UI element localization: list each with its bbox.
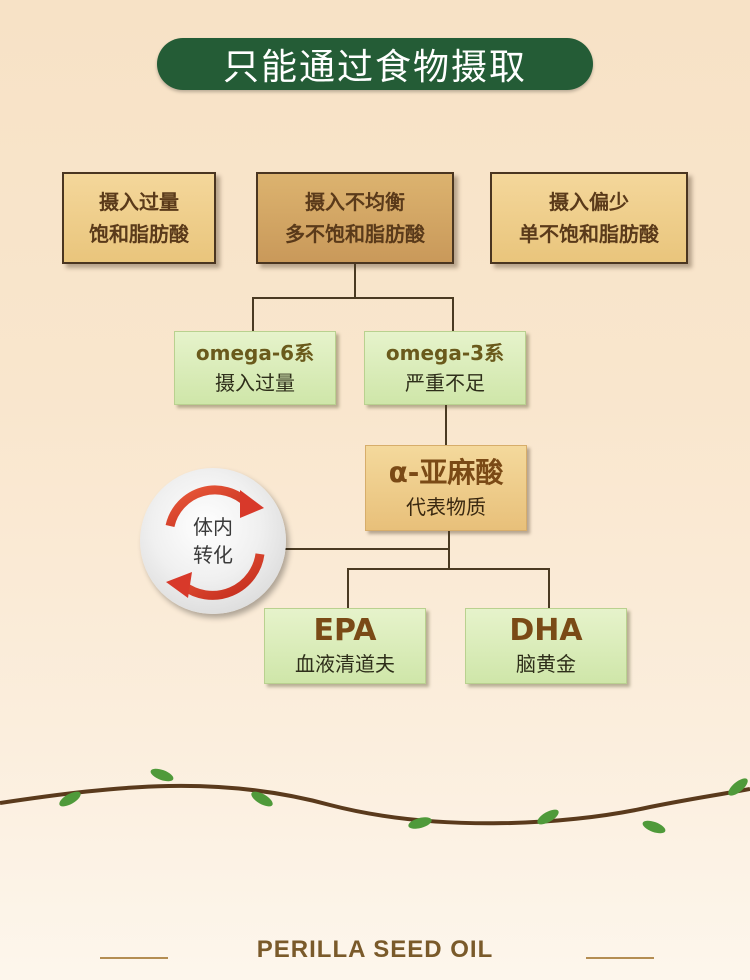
box-alpha-line2: 代表物质 [406,495,486,519]
box-omega3: omega-3系 严重不足 [364,331,526,405]
footer-text: PERILLA SEED OIL [256,936,494,963]
connector-epa-dha-bar [347,568,550,570]
connector-dha-drop [548,568,550,608]
conversion-line2: 转化 [193,543,233,567]
box-alpha-linolenic-acid: α-亚麻酸 代表物质 [365,445,527,531]
box-epa-line1: EPA [313,613,377,648]
box-epa: EPA 血液清道夫 [264,608,426,684]
footer-rule-left [100,957,168,959]
box-saturated-fat-line1: 摄入过量 [99,190,179,214]
box-polyunsaturated-fat: 摄入不均衡 多不饱和脂肪酸 [256,172,454,264]
footer: PERILLA SEED OIL [0,936,750,964]
box-omega6: omega-6系 摄入过量 [174,331,336,405]
circular-arrows-icon [165,485,265,600]
vine-leaf-icon [59,791,81,807]
vine-leaf-icon [728,778,748,796]
connector-alpha-down [448,531,450,569]
box-monounsaturated-fat-line2: 单不饱和脂肪酸 [519,222,659,246]
vine-leaf-icon [408,817,432,829]
connector-epa-drop [347,568,349,608]
vine-leaf-icon [537,809,559,825]
conversion-line1: 体内 [193,515,233,539]
box-epa-line2: 血液清道夫 [295,652,395,676]
box-dha-line1: DHA [509,613,583,648]
connector-omega-bar [252,297,454,299]
connector-omega3-alpha [445,405,447,445]
vine-decoration [0,768,750,834]
vine-leaf-icon [251,791,273,807]
box-saturated-fat: 摄入过量 饱和脂肪酸 [62,172,216,264]
connector-poly-down [354,264,356,298]
box-monounsaturated-fat-line1: 摄入偏少 [549,190,629,214]
connector-omega6-drop [252,297,254,331]
box-saturated-fat-line2: 饱和脂肪酸 [89,222,189,246]
vine-leaf-icon [642,820,666,834]
box-dha-line2: 脑黄金 [516,652,576,676]
box-alpha-line1: α-亚麻酸 [388,456,504,489]
connector-omega3-drop [452,297,454,331]
box-polyunsaturated-fat-line2: 多不饱和脂肪酸 [285,222,425,246]
connector-circle-bar [280,548,450,550]
vine-leaf-icon [150,768,174,782]
page-title-text: 只能通过食物摄取 [222,47,527,88]
box-dha: DHA 脑黄金 [465,608,627,684]
conversion-circle: 体内 转化 [140,468,286,614]
box-omega6-line2: 摄入过量 [215,371,295,395]
page-title: 只能通过食物摄取 [157,38,593,90]
box-omega6-line1: omega-6系 [195,341,315,365]
box-omega3-line2: 严重不足 [405,371,485,395]
box-omega3-line1: omega-3系 [385,341,505,365]
footer-rule-right [586,957,654,959]
box-monounsaturated-fat: 摄入偏少 单不饱和脂肪酸 [490,172,688,264]
box-polyunsaturated-fat-line1: 摄入不均衡 [305,190,405,214]
